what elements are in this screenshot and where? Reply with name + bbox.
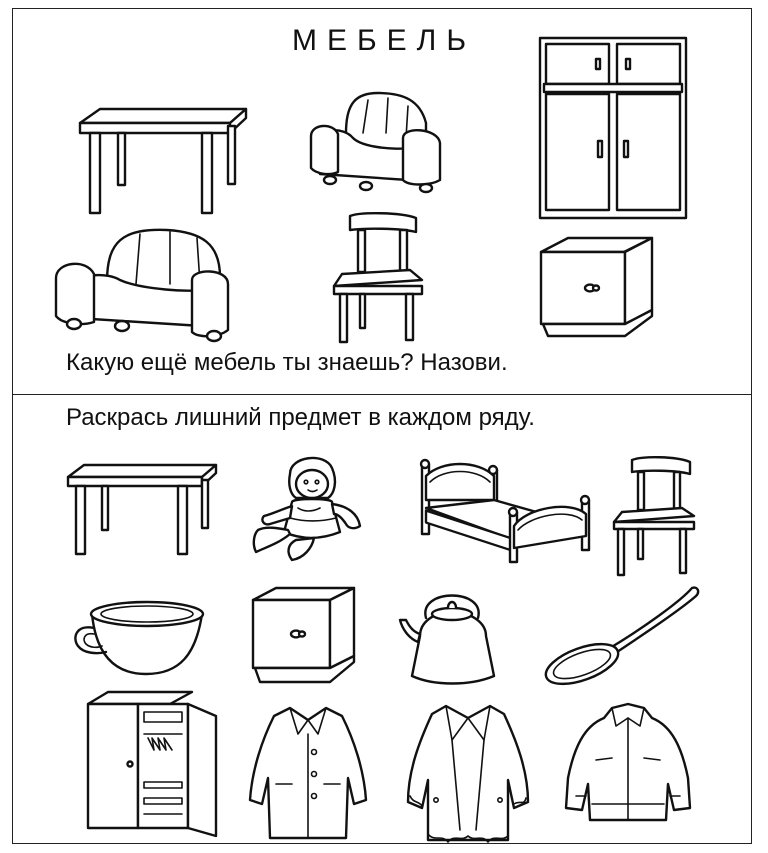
table-icon [78, 107, 248, 215]
doll-icon [252, 456, 362, 562]
jacket-icon [564, 702, 692, 822]
fur-coat-icon [406, 704, 530, 843]
nightstand-icon [539, 236, 654, 338]
cup-icon [74, 600, 205, 676]
armchair-icon [309, 91, 442, 194]
sofa-icon [54, 228, 230, 343]
kettle-icon [398, 594, 496, 685]
table-icon-row1 [66, 463, 218, 556]
worksheet-frame [12, 8, 752, 844]
open-wardrobe-icon [86, 690, 218, 838]
section-divider [12, 394, 752, 395]
bed-icon [419, 458, 591, 564]
nightstand-icon-row2 [251, 586, 356, 684]
chair-icon-row1 [612, 456, 696, 577]
coat-icon [248, 706, 368, 840]
worksheet-title: МЕБЕЛЬ [291, 24, 477, 57]
task-text: Раскрась лишний предмет в каждом ряду. [66, 404, 535, 431]
spoon-icon [544, 586, 700, 686]
question-text: Какую ещё мебель ты знаешь? Назови. [66, 349, 508, 376]
wardrobe-icon [538, 36, 688, 220]
chair-icon [332, 212, 424, 344]
